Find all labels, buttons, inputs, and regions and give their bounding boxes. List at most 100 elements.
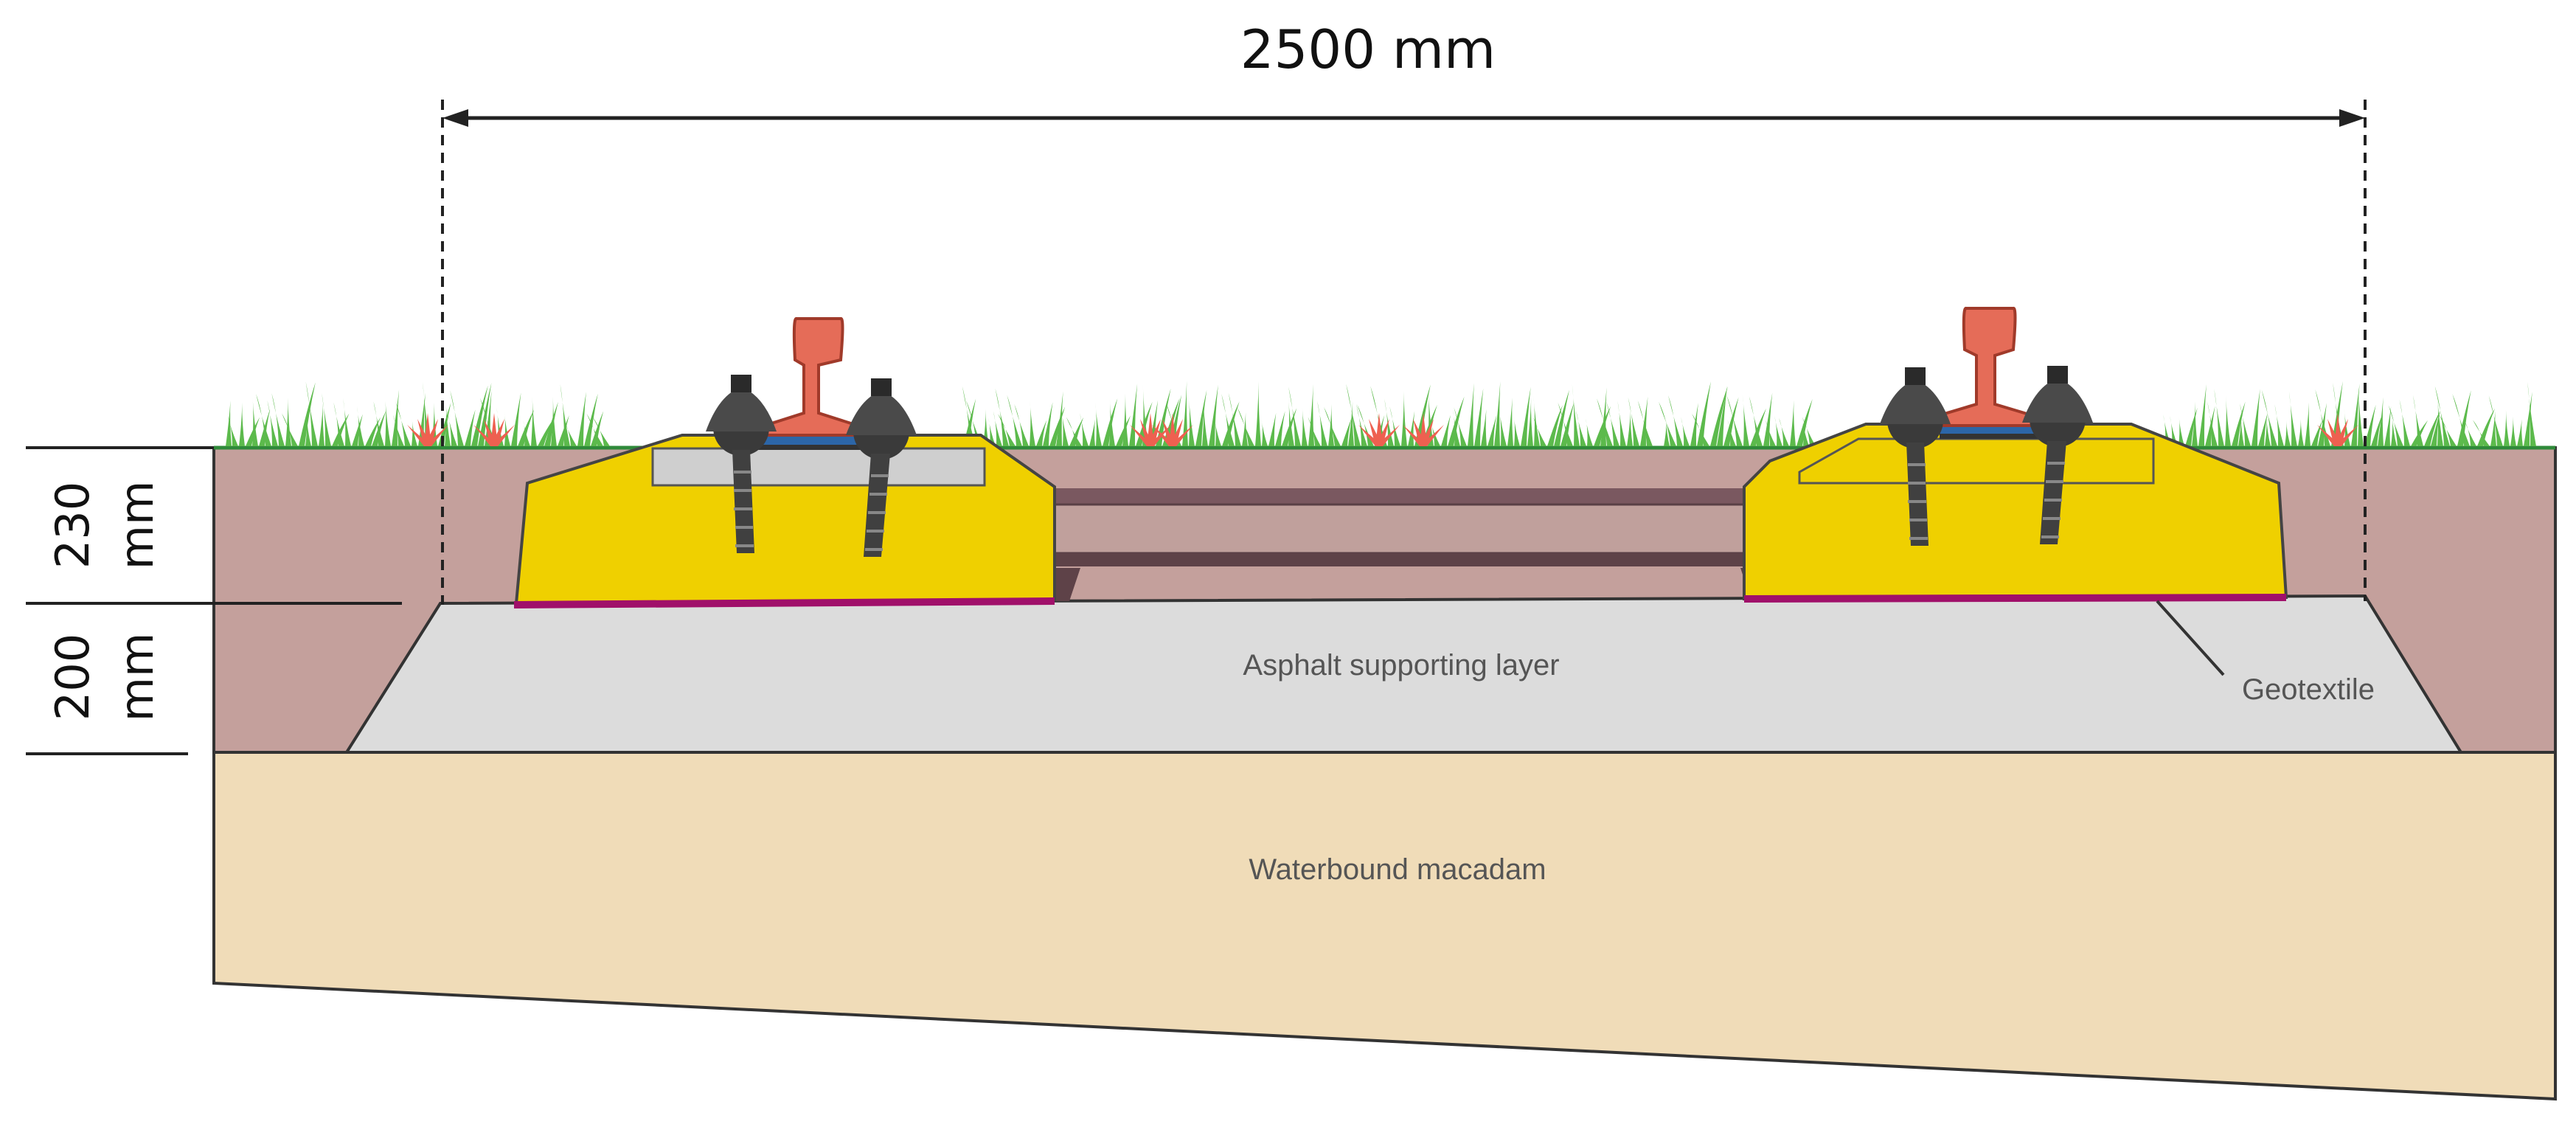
grass-blade xyxy=(343,398,351,446)
grass-accent-blade xyxy=(424,425,448,446)
grass-blade xyxy=(962,386,976,446)
grass-blade xyxy=(2439,415,2457,446)
grass-blade xyxy=(1261,419,1268,446)
grass-blade xyxy=(2239,403,2251,446)
grass-accent-blade xyxy=(1420,419,1434,446)
grass-accent-blade xyxy=(1375,425,1400,446)
lower-layer-thickness-unit: mm xyxy=(110,633,164,722)
grass-blade xyxy=(322,393,331,446)
grass-blade xyxy=(1389,406,1400,446)
grass-blade xyxy=(2517,419,2523,446)
grass-blade xyxy=(1507,398,1513,446)
grass-blade xyxy=(1572,384,1580,446)
grass-blade xyxy=(1558,402,1573,446)
grass-blade xyxy=(1355,403,1367,446)
grass-blade xyxy=(551,396,557,446)
grass-blade xyxy=(518,409,535,446)
grass-accent-blade xyxy=(490,425,515,446)
grass-blade xyxy=(2225,395,2231,446)
grass-blade xyxy=(1030,400,1035,446)
grass-blade xyxy=(1221,393,1235,446)
lower-layer-thickness-value: 200 xyxy=(46,634,100,721)
grass-blade xyxy=(1779,417,1789,446)
grass-blade xyxy=(479,398,497,446)
grass-blade xyxy=(271,393,285,446)
grass-accent-blade xyxy=(1420,425,1444,446)
left-fastening-clips xyxy=(706,375,917,557)
grass-blade xyxy=(1308,384,1314,446)
grass-blade xyxy=(299,382,316,446)
grass-blade xyxy=(1617,400,1626,446)
grass-blade xyxy=(1080,412,1089,446)
grass-blade xyxy=(2391,416,2397,446)
grass-blade xyxy=(1007,395,1022,446)
grass-blade xyxy=(1802,417,1816,446)
grass-blade xyxy=(2214,389,2224,446)
right-sleeper-block xyxy=(1743,423,2288,603)
grass-blade xyxy=(1182,381,1188,446)
grass-blade xyxy=(577,392,586,446)
grass-blade xyxy=(2298,419,2304,446)
grass-blade xyxy=(2265,416,2271,446)
grass-blade xyxy=(1606,401,1619,446)
top-layer-thickness-unit: mm xyxy=(110,481,164,570)
grass-blade xyxy=(2205,406,2215,446)
grass-blade xyxy=(586,413,603,446)
grass-blade xyxy=(1214,418,1221,446)
grass-blade xyxy=(1448,396,1465,446)
grass-blade xyxy=(2232,401,2246,446)
grass-blade xyxy=(1288,386,1301,446)
grass-blade xyxy=(1586,418,1593,446)
grass-blade xyxy=(246,417,260,446)
grass-blade xyxy=(2288,391,2297,446)
grass-blade xyxy=(1043,402,1053,446)
grass-blade xyxy=(2412,395,2423,446)
grass-blade xyxy=(267,400,278,446)
grass-blade xyxy=(2285,420,2291,446)
grass-accent-blade xyxy=(1169,419,1183,446)
grass-blade xyxy=(1069,417,1084,446)
width-dimension-label: 2500 mm xyxy=(1240,18,1496,80)
grass-blade xyxy=(438,402,451,446)
grass-blade xyxy=(1659,401,1676,446)
grass-blade xyxy=(1036,420,1047,446)
grass-blade xyxy=(1750,408,1766,446)
grass-blade xyxy=(511,392,521,446)
grass-blade xyxy=(1627,410,1633,446)
grass-blade xyxy=(1790,400,1796,446)
grass-blade xyxy=(1453,409,1460,446)
grass-blade xyxy=(1554,389,1569,446)
grass-blade xyxy=(2457,389,2471,446)
grass-blade xyxy=(523,420,530,446)
grass-blade xyxy=(2351,384,2360,446)
grass-blade xyxy=(558,415,569,446)
grass-blade xyxy=(2399,399,2410,446)
grass-blade xyxy=(563,419,577,446)
grass-blade xyxy=(1692,413,1709,446)
grass-blade xyxy=(357,406,364,446)
grass-blade xyxy=(2274,404,2284,446)
grass-blade xyxy=(305,381,318,446)
macadam-layer xyxy=(212,751,2557,1101)
grass-blade xyxy=(1513,415,1520,446)
grass-blade xyxy=(1749,396,1763,446)
grass-blade xyxy=(1681,417,1690,446)
left-sleeper-block xyxy=(513,434,1056,608)
grass-blade xyxy=(2358,385,2364,446)
grass-blade xyxy=(352,414,363,446)
grass-blade xyxy=(1348,401,1354,446)
grass-blade xyxy=(2472,420,2490,446)
grass-blade xyxy=(1697,381,1711,446)
grass-blade xyxy=(2424,410,2440,446)
grass-blade xyxy=(1308,417,1321,446)
grass-blade xyxy=(1441,415,1451,446)
grass-blade xyxy=(252,396,258,446)
grass-blade xyxy=(1428,417,1440,446)
grass-blade xyxy=(282,413,298,446)
grass-blade xyxy=(305,415,311,446)
grass-blade xyxy=(988,417,996,446)
grass-blade xyxy=(1317,400,1327,446)
grass-blade xyxy=(2378,397,2384,446)
grass-blade xyxy=(1066,417,1082,446)
grass-blade xyxy=(2311,420,2323,446)
